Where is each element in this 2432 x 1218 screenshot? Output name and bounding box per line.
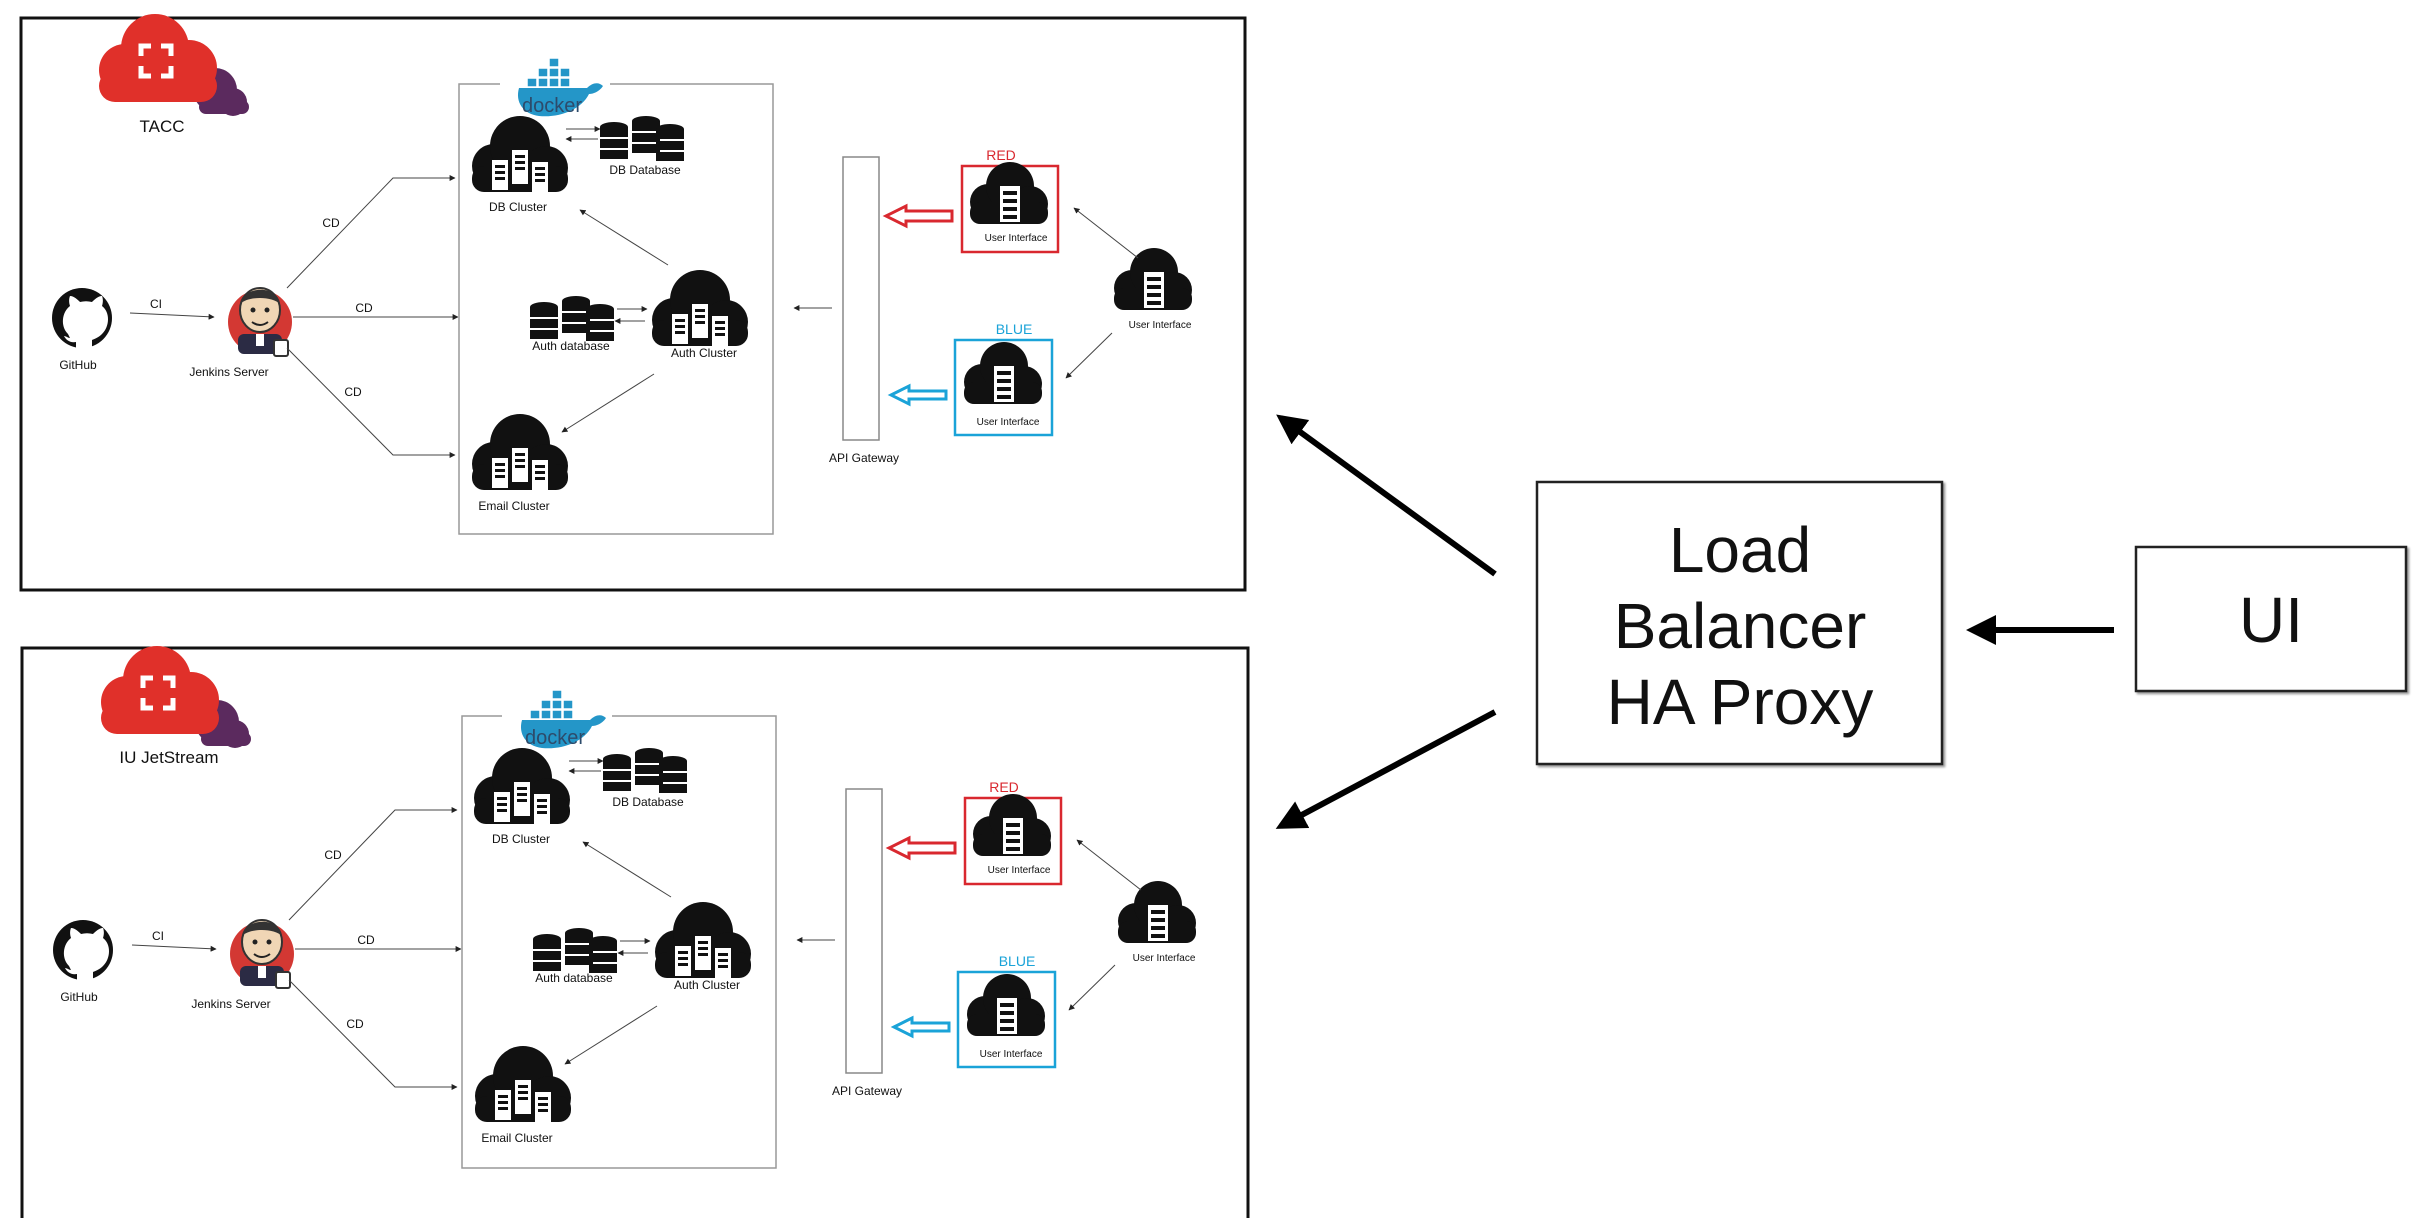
api-gateway-bar [842, 156, 880, 441]
blue-arrow-icon [890, 1015, 951, 1039]
blue-arrow-icon [887, 383, 948, 407]
red-arrow-icon [885, 835, 957, 861]
ui-box [2134, 545, 2408, 693]
ci-label: CI [150, 297, 162, 311]
docker-label: docker [525, 727, 585, 749]
jenkins-label: Jenkins Server [191, 997, 270, 1011]
ui-blue-label: User Interface [980, 1049, 1043, 1060]
panel-tacc: TACC GitHub CI Jenkins Server CD CD CD d… [19, 14, 1247, 592]
docker-container [461, 715, 777, 1169]
github-icon [52, 288, 112, 348]
email-cluster-label: Email Cluster [478, 499, 549, 513]
cd-label-bottom: CD [346, 1017, 364, 1031]
docker-label: docker [522, 95, 582, 117]
docker-container [458, 83, 774, 535]
lb-to-tacc-arrow [1276, 414, 1497, 577]
load-balancer-line-2: Balancer [1614, 590, 1867, 662]
db-database-label: DB Database [612, 795, 684, 809]
auth-database-label: Auth database [535, 971, 613, 985]
ui-client-label: User Interface [1129, 320, 1192, 331]
db-cluster-label: DB Cluster [489, 200, 547, 214]
auth-database-label: Auth database [532, 339, 610, 353]
red-label: RED [986, 147, 1016, 163]
load-balancer-box [1535, 480, 1944, 766]
auth-cluster-label: Auth Cluster [674, 978, 740, 992]
github-label: GitHub [59, 358, 97, 372]
blue-label: BLUE [999, 953, 1036, 969]
ui-blue-label: User Interface [977, 417, 1040, 428]
ui-red-label: User Interface [988, 865, 1051, 876]
site-label: TACC [139, 117, 184, 136]
cd-label-mid: CD [355, 301, 373, 315]
cd-label-mid: CD [357, 933, 375, 947]
api-gateway-bar [845, 788, 883, 1074]
blue-label: BLUE [996, 321, 1033, 337]
red-arrow-icon [882, 203, 954, 229]
load-balancer-line-3: HA Proxy [1607, 666, 1874, 738]
ui-red-label: User Interface [985, 233, 1048, 244]
cd-label-bottom: CD [344, 385, 362, 399]
red-label: RED [989, 779, 1019, 795]
load-balancer-line-1: Load [1669, 514, 1811, 586]
ui-client-label: User Interface [1133, 953, 1196, 964]
api-gateway-label: API Gateway [832, 1084, 902, 1098]
api-gateway-label: API Gateway [829, 451, 899, 465]
site-label: IU JetStream [119, 748, 218, 767]
auth-cluster-label: Auth Cluster [671, 346, 737, 360]
db-cluster-label: DB Cluster [492, 832, 550, 846]
cd-label-top: CD [324, 848, 342, 862]
jenkins-label: Jenkins Server [189, 365, 268, 379]
ci-label: CI [152, 929, 164, 943]
github-icon [53, 920, 113, 980]
cd-label-top: CD [322, 216, 340, 230]
github-label: GitHub [60, 990, 98, 1004]
ui-box-label: UI [2239, 584, 2303, 656]
lb-to-jetstream-arrow [1275, 709, 1497, 829]
email-cluster-label: Email Cluster [481, 1131, 552, 1145]
db-database-label: DB Database [609, 163, 681, 177]
panel-iu-jetstream: IU JetStream GitHub CI Jenkins Server CD… [20, 646, 1250, 1218]
